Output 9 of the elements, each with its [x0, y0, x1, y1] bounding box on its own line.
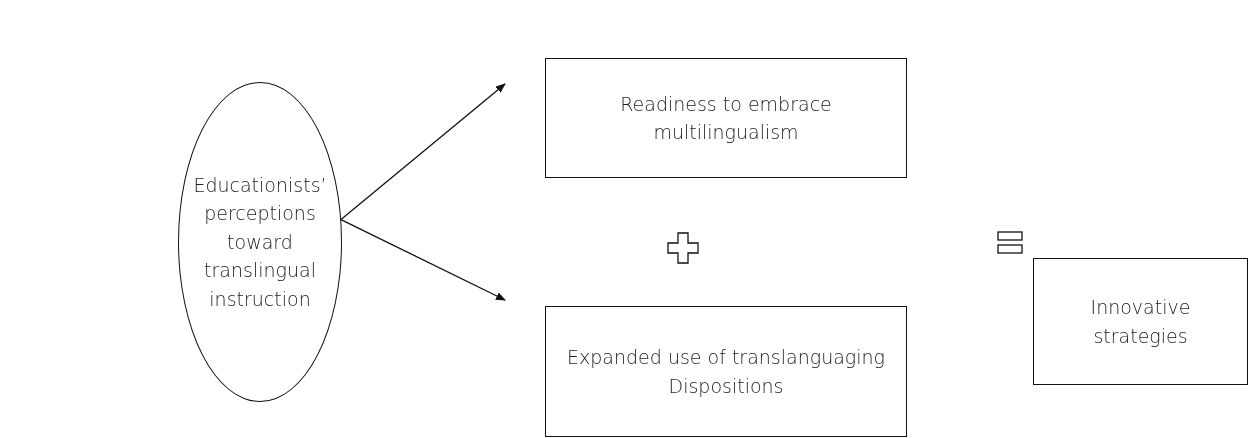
- process-box: [1033, 258, 1248, 385]
- arrow: [340, 218, 506, 301]
- node-label: Innovative strategies: [1089, 295, 1192, 349]
- arrow: [340, 83, 506, 221]
- node-label: Educationists’ perceptions toward translingual instruction: [192, 172, 328, 312]
- node-label: Expanded use of translanguaging Dispositions: [566, 345, 886, 399]
- process-box: [545, 306, 907, 437]
- node-label: Readiness to embrace multilingualism: [619, 91, 833, 145]
- process-box: [545, 58, 907, 178]
